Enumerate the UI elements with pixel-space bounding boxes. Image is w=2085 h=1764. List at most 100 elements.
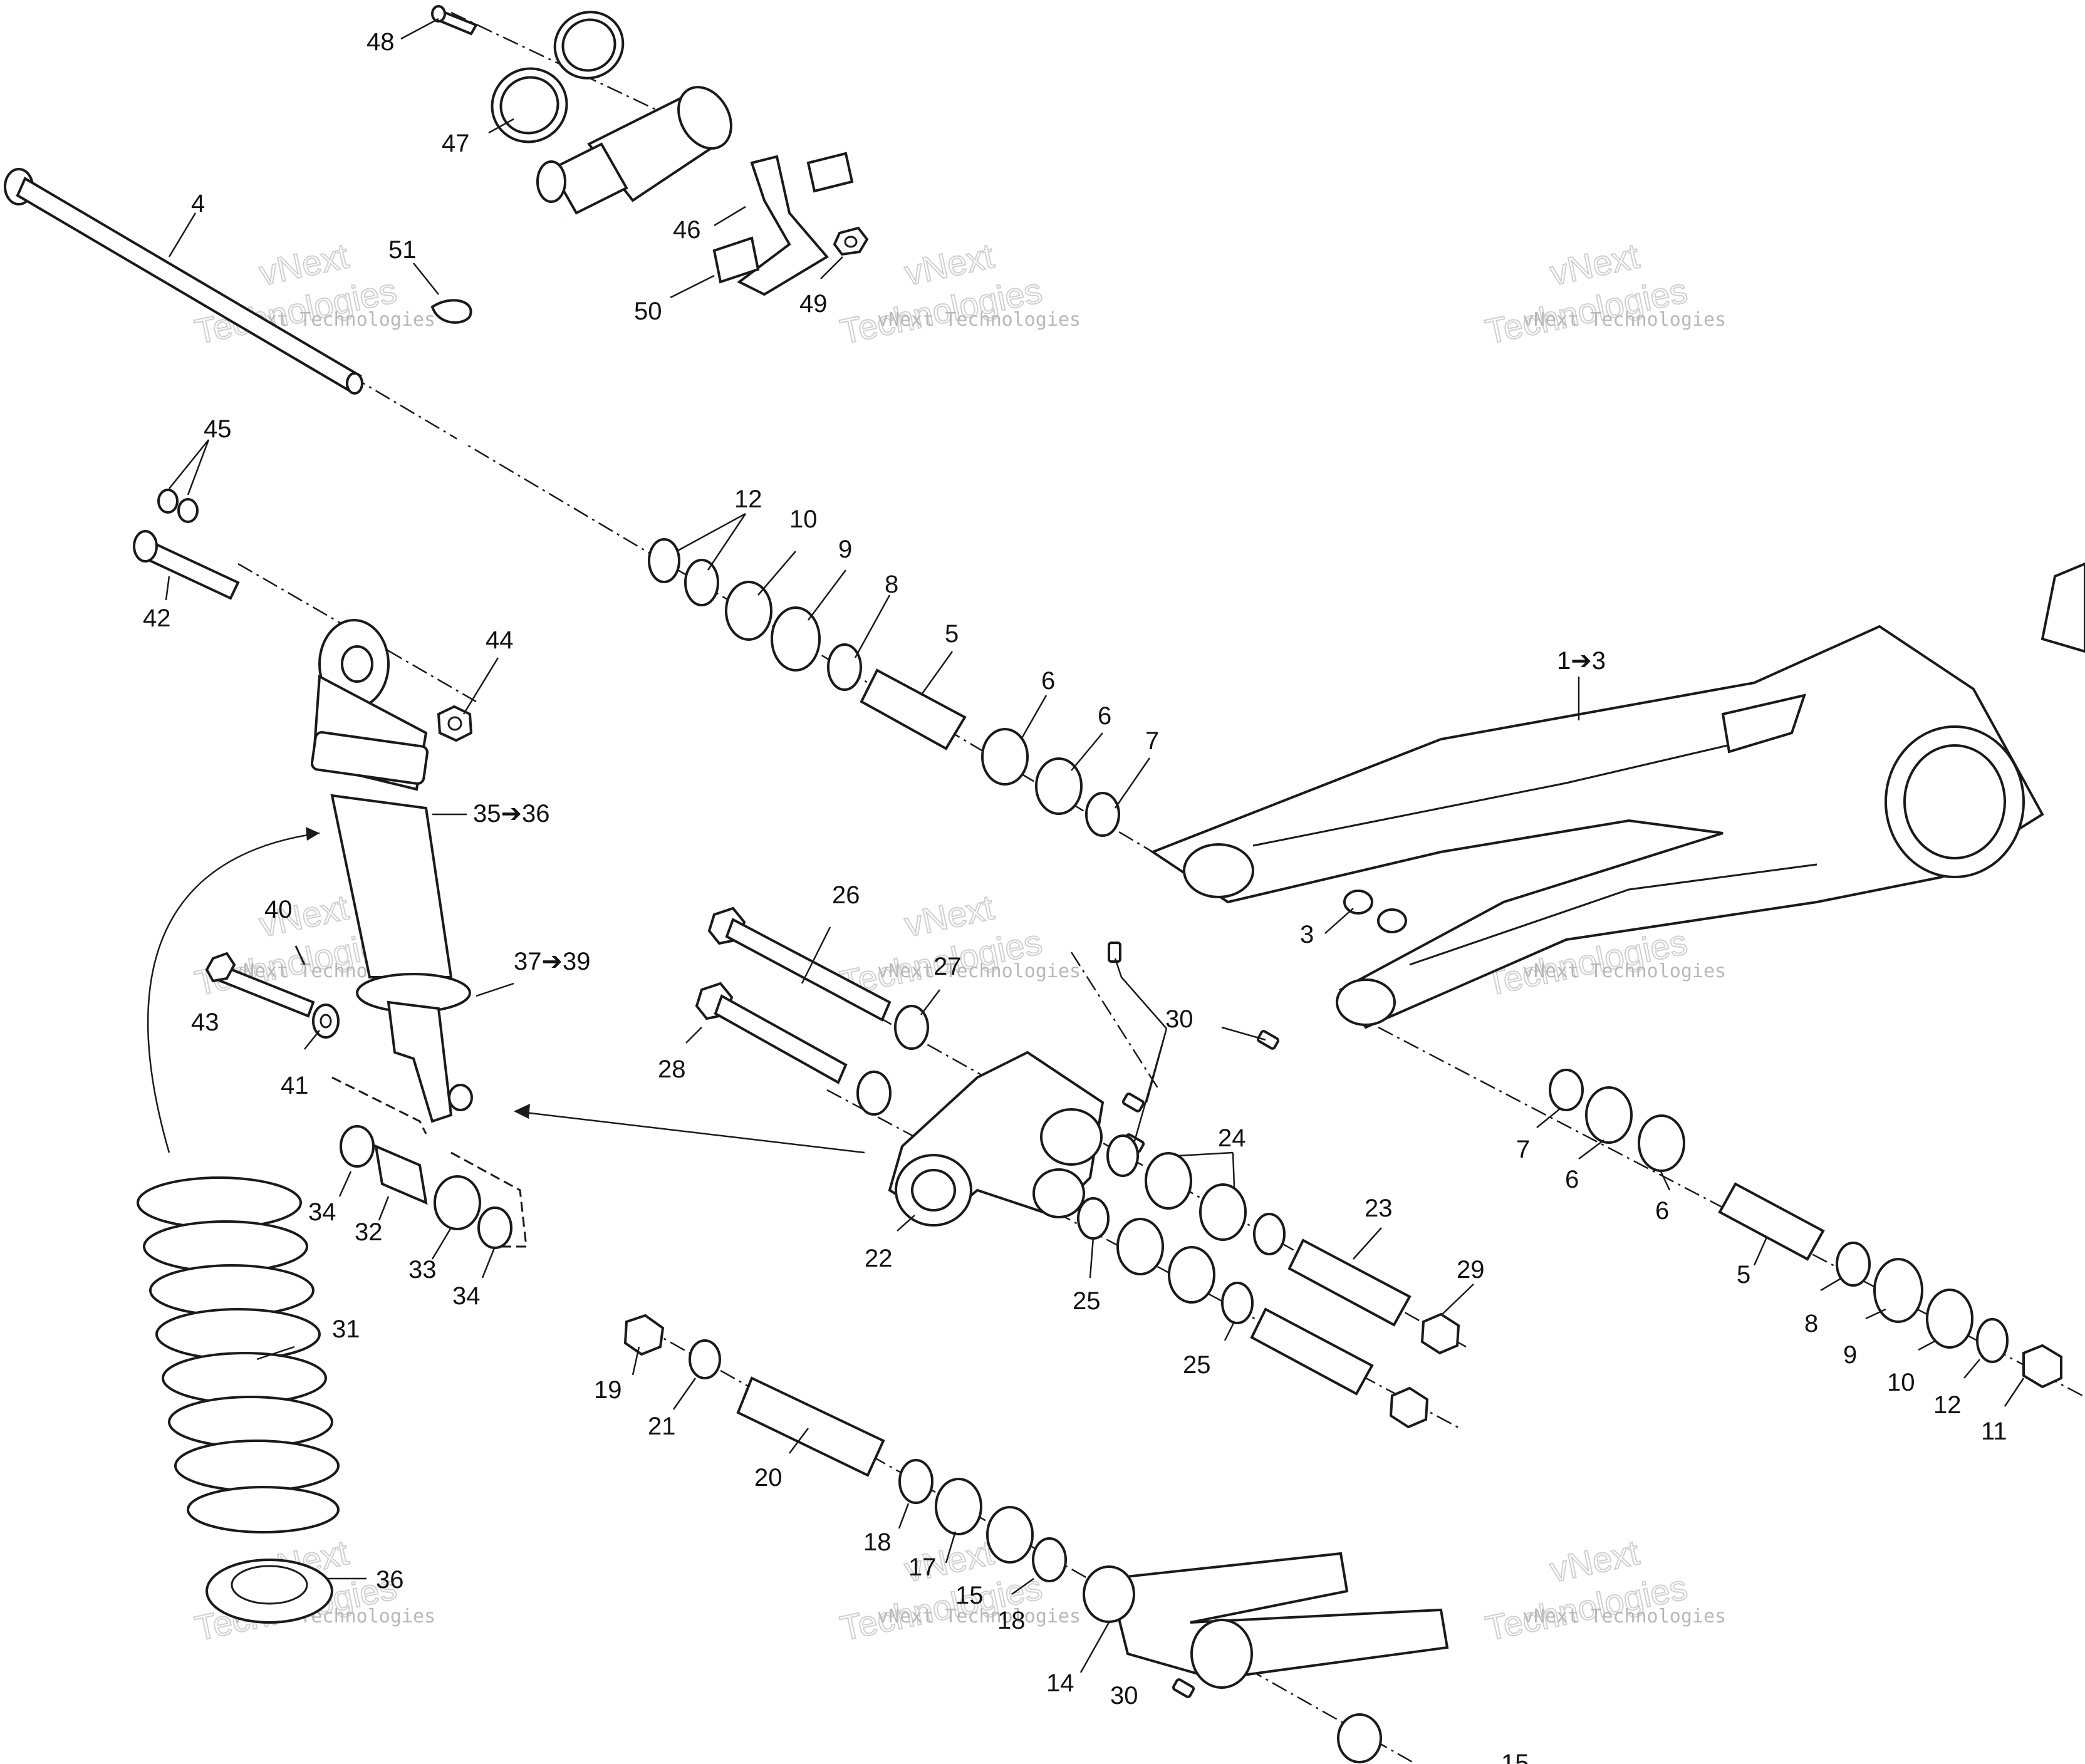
callout-10-lower: 10 bbox=[1887, 1369, 1915, 1396]
callout-41: 41 bbox=[281, 1072, 309, 1099]
reservoir-bracket-46 bbox=[737, 155, 829, 296]
callout-11: 11 bbox=[1981, 1418, 2007, 1445]
rocker-to-shock-arrow bbox=[519, 1111, 865, 1154]
linkage-rocker-22 bbox=[888, 1051, 1105, 1227]
callout-46: 46 bbox=[673, 216, 701, 244]
callout-40: 40 bbox=[264, 896, 293, 923]
callout-49: 49 bbox=[799, 290, 828, 318]
watermark-small: vNext Technologies bbox=[877, 960, 1081, 982]
callout-4: 4 bbox=[191, 190, 205, 217]
axis-grease-fittings bbox=[1070, 952, 1160, 1091]
spring-seat-36 bbox=[205, 1559, 333, 1624]
callout-25-left: 25 bbox=[1073, 1287, 1101, 1315]
rocker-arrowhead bbox=[514, 1104, 530, 1119]
callout-43: 43 bbox=[191, 1009, 219, 1036]
callout-30-middle: 30 bbox=[1165, 1005, 1193, 1033]
watermark-small: vNext Technologies bbox=[1522, 309, 1726, 331]
grease-fittings-30 bbox=[1108, 942, 1280, 1698]
callout-26: 26 bbox=[832, 881, 860, 909]
watermark-small: vNext Technologies bbox=[1522, 960, 1726, 982]
callout-36-lower: 36 bbox=[376, 1566, 404, 1594]
callout-45: 45 bbox=[204, 415, 232, 443]
callout-30-lower: 30 bbox=[1110, 1682, 1138, 1710]
shock-absorber bbox=[310, 619, 473, 1123]
pivot-bolt-4 bbox=[4, 168, 363, 395]
callout-35-36: 35➔36 bbox=[473, 800, 550, 828]
callout-23: 23 bbox=[1365, 1195, 1393, 1222]
pin-40 bbox=[294, 945, 306, 965]
callout-5-upper: 5 bbox=[945, 620, 959, 648]
watermark-small: vNext Technologies bbox=[877, 309, 1081, 331]
callout-18-right: 18 bbox=[997, 1607, 1026, 1634]
bumper-50 bbox=[712, 152, 854, 284]
shock-reservoir bbox=[536, 86, 732, 215]
callout-12-lower: 12 bbox=[1933, 1391, 1962, 1419]
callout-5-lower: 5 bbox=[1737, 1261, 1750, 1289]
callout-labels: 48 47 4 51 46 50 49 45 42 12 10 9 8 5 6 … bbox=[143, 28, 2007, 1764]
callout-3: 3 bbox=[1300, 921, 1314, 948]
reservoir-bolt-48 bbox=[431, 5, 478, 36]
chain-slider-fragment bbox=[2041, 562, 2085, 653]
reservoir-clamp-lower bbox=[491, 67, 568, 143]
callout-37-39: 37➔39 bbox=[514, 948, 591, 975]
shock-eye-bushings bbox=[331, 1076, 528, 1249]
washer-41 bbox=[312, 1004, 340, 1039]
watermark: vNext Technologies vNext Technologies bbox=[1482, 1532, 1726, 1649]
callout-9-lower: 9 bbox=[1843, 1341, 1857, 1369]
upper-pivot-spacers bbox=[648, 538, 1120, 837]
callout-31: 31 bbox=[332, 1315, 360, 1343]
bolt-43 bbox=[205, 952, 315, 1018]
callout-51: 51 bbox=[388, 236, 417, 264]
callout-20: 20 bbox=[754, 1464, 783, 1492]
callout-47: 47 bbox=[442, 130, 470, 157]
callout-24: 24 bbox=[1218, 1124, 1246, 1152]
callout-22: 22 bbox=[865, 1245, 893, 1272]
callout-32: 32 bbox=[355, 1218, 383, 1246]
callout-9-upper: 9 bbox=[838, 536, 852, 563]
callout-6-lower-b: 6 bbox=[1655, 1197, 1669, 1225]
callout-33: 33 bbox=[408, 1256, 437, 1284]
callout-15-middle: 15 bbox=[955, 1582, 984, 1609]
lower-pivot-spacers bbox=[1549, 1069, 2062, 1389]
callout-10-upper: 10 bbox=[789, 506, 818, 533]
callout-34-left: 34 bbox=[308, 1198, 336, 1226]
callout-18-left: 18 bbox=[863, 1528, 892, 1556]
nut-44 bbox=[437, 705, 473, 742]
callout-1-3: 1➔3 bbox=[1557, 647, 1606, 675]
callout-29: 29 bbox=[1457, 1256, 1485, 1284]
spring-arrowhead bbox=[306, 827, 320, 841]
callout-28: 28 bbox=[658, 1056, 686, 1083]
callout-25-right: 25 bbox=[1183, 1351, 1211, 1379]
dogbone-assembly bbox=[623, 1314, 1449, 1763]
rocker-bearings bbox=[1077, 1134, 1460, 1429]
clip-51 bbox=[430, 299, 472, 324]
callout-7-lower: 7 bbox=[1516, 1136, 1530, 1163]
swing-arm bbox=[1150, 625, 2044, 1029]
o-rings-45 bbox=[157, 489, 199, 523]
shock-bolt-42 bbox=[133, 530, 240, 600]
callout-15-lower: 15 bbox=[1501, 1750, 1529, 1764]
callout-6-upper-a: 6 bbox=[1041, 667, 1055, 695]
callout-17: 17 bbox=[908, 1554, 937, 1581]
watermark: vNext Technologies vNext Technologies bbox=[836, 235, 1081, 352]
coil-spring-31 bbox=[137, 1176, 340, 1533]
callout-27: 27 bbox=[933, 953, 962, 980]
callout-8-lower: 8 bbox=[1804, 1310, 1818, 1337]
callout-7-upper: 7 bbox=[1145, 727, 1159, 755]
callout-50: 50 bbox=[634, 298, 662, 325]
watermark: vNext Technologies vNext Technologies bbox=[1482, 235, 1726, 352]
plugs-3 bbox=[1343, 890, 1407, 933]
watermark-small: vNext Technologies bbox=[1522, 1606, 1726, 1627]
callout-21: 21 bbox=[648, 1413, 676, 1440]
callout-42: 42 bbox=[143, 604, 171, 632]
callout-8-upper: 8 bbox=[885, 571, 898, 598]
linkage-bolt-28 bbox=[695, 982, 848, 1084]
reservoir-hose-inner bbox=[345, 215, 568, 617]
callout-44: 44 bbox=[486, 626, 514, 654]
reservoir-clamp-upper bbox=[553, 11, 625, 80]
callout-14: 14 bbox=[1046, 1669, 1074, 1697]
callout-6-upper-b: 6 bbox=[1098, 702, 1111, 730]
callout-48: 48 bbox=[367, 28, 395, 56]
callout-34-right: 34 bbox=[452, 1282, 481, 1310]
